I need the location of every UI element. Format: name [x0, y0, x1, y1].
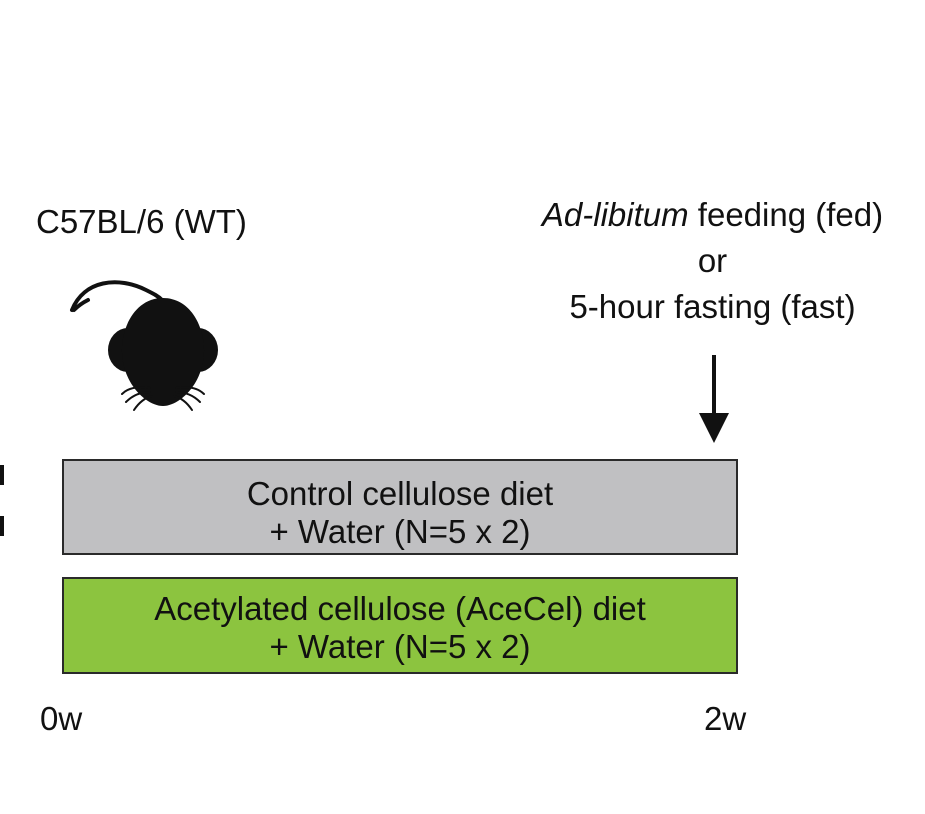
acecel-diet-label: Acetylated cellulose (AceCel) diet	[154, 590, 646, 627]
feeding-or-text: or	[697, 242, 728, 279]
timeline-end-label: 2w	[704, 700, 747, 737]
ad-libitum-text: Ad-libitum	[541, 196, 689, 233]
down-arrow-icon	[699, 355, 729, 443]
timeline-start-label: 0w	[40, 700, 83, 737]
control-diet-bar: Control cellulose diet + Water (N=5 x 2)	[62, 459, 738, 555]
mouse-icon	[70, 280, 218, 411]
feeding-fed-text: feeding (fed)	[688, 196, 884, 233]
acecel-diet-bar: Acetylated cellulose (AceCel) diet + Wat…	[62, 577, 738, 674]
control-diet-label: Control cellulose diet	[246, 475, 554, 512]
strain-label: C57BL/6 (WT)	[36, 203, 247, 240]
feeding-line-1: Ad-libitum feeding (fed)	[485, 192, 925, 238]
edge-mark-top	[0, 465, 4, 485]
feeding-condition: Ad-libitum feeding (fed) or 5-hour fasti…	[485, 192, 925, 330]
feeding-fast-text: 5-hour fasting (fast)	[569, 288, 856, 325]
control-water-label: + Water (N=5 x 2)	[269, 513, 531, 550]
edge-mark-bottom	[0, 516, 4, 536]
acecel-water-label: + Water (N=5 x 2)	[269, 628, 531, 665]
